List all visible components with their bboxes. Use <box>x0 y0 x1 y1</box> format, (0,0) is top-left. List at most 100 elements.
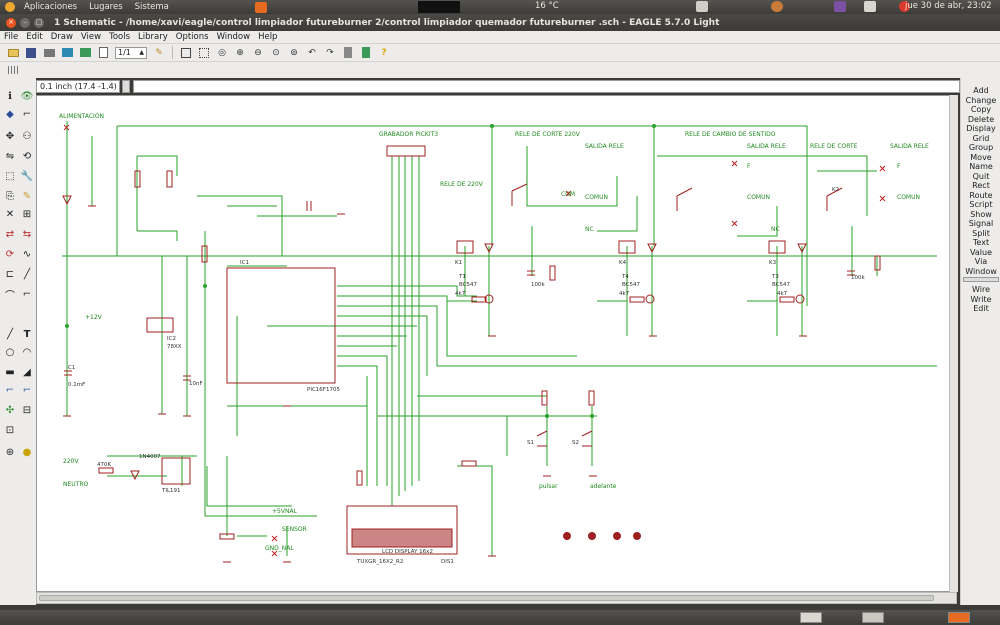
zoom-select-icon[interactable]: ⊚ <box>290 47 298 58</box>
delete-icon[interactable]: ✕ <box>5 209 15 220</box>
resistor[interactable] <box>166 170 173 188</box>
save-icon[interactable] <box>25 46 38 59</box>
resistor[interactable] <box>629 296 645 303</box>
ulp-icon[interactable] <box>180 46 193 59</box>
diode[interactable] <box>797 243 807 254</box>
ubuntu-logo-icon[interactable] <box>5 2 15 12</box>
cmd-via[interactable]: Via <box>974 257 988 266</box>
cmd-show[interactable]: Show <box>970 209 992 219</box>
capacitor[interactable] <box>847 270 855 276</box>
cmd-quit[interactable]: Quit <box>972 171 990 181</box>
cmd-name[interactable]: Name <box>969 162 993 171</box>
menu-edit[interactable]: Edit <box>26 32 43 42</box>
menu-sistema[interactable]: Sistema <box>134 2 169 12</box>
cmd-write[interactable]: Write <box>970 294 992 304</box>
wire-icon[interactable]: ╱ <box>6 329 14 340</box>
text-icon[interactable]: T <box>23 329 31 340</box>
command-input[interactable] <box>133 80 960 93</box>
firefox-launcher-icon[interactable] <box>254 1 267 13</box>
maximize-icon[interactable]: □ <box>34 17 44 28</box>
volume-icon[interactable] <box>864 1 876 12</box>
smash-icon[interactable]: ✎ <box>22 191 32 202</box>
network-icon[interactable] <box>696 1 708 12</box>
diode[interactable] <box>130 470 140 481</box>
menu-lugares[interactable]: Lugares <box>89 2 123 12</box>
copy-icon[interactable]: ⚇ <box>22 131 32 142</box>
taskbar-eagle-icon[interactable] <box>862 612 884 623</box>
cmd-display[interactable]: Display <box>966 124 996 133</box>
coordinate-button[interactable] <box>122 80 130 93</box>
regulator-body[interactable] <box>146 317 174 333</box>
lcd-body[interactable] <box>346 505 458 555</box>
resistor[interactable] <box>219 533 235 540</box>
weather-label[interactable]: 16 °C <box>535 1 559 11</box>
relay-contact[interactable] <box>826 187 843 211</box>
cmd-wire[interactable]: Wire <box>972 285 990 294</box>
erc-icon[interactable]: ⊛ <box>5 447 15 458</box>
capacitor[interactable] <box>64 370 72 376</box>
diode[interactable] <box>647 243 657 254</box>
menu-draw[interactable]: Draw <box>50 32 73 42</box>
gateswap-icon[interactable]: ⇆ <box>22 229 32 240</box>
net-icon[interactable]: ⌐ <box>22 385 32 396</box>
change-icon[interactable]: 🔧 <box>20 171 34 182</box>
help-icon[interactable]: ? <box>381 47 387 58</box>
resistor[interactable] <box>541 390 548 406</box>
bus-icon[interactable]: ⌐ <box>5 385 15 396</box>
cmd-move[interactable]: Move <box>970 152 992 162</box>
switch-s1[interactable] <box>536 430 548 447</box>
menu-tools[interactable]: Tools <box>109 32 131 42</box>
cmd-copy[interactable]: Copy <box>970 105 992 114</box>
label-icon[interactable]: ⊟ <box>22 405 32 416</box>
attribute-icon[interactable]: ⊡ <box>5 425 15 436</box>
pic-body[interactable] <box>226 267 336 384</box>
schematic-drawing[interactable]: ALIMENTACION GRABADOR PICKIT3 RELE DE CO… <box>37 96 957 592</box>
window-titlebar[interactable]: × – □ 1 Schematic - /home/xavi/eagle/con… <box>0 14 1000 31</box>
zoom-redraw-icon[interactable]: ⊙ <box>272 47 280 58</box>
rect-icon[interactable]: ▬ <box>5 367 15 378</box>
arc-icon[interactable]: ◠ <box>22 347 32 358</box>
menu-window[interactable]: Window <box>216 32 251 42</box>
relay-contact[interactable] <box>676 187 693 211</box>
sheet-select[interactable]: 1/1▲ <box>115 46 147 59</box>
optocoupler-body[interactable] <box>161 457 191 485</box>
zoom-out-icon[interactable]: ⊖ <box>254 47 262 58</box>
cmd-signal[interactable]: Signal <box>968 219 994 228</box>
print-icon[interactable] <box>43 46 56 59</box>
resistor[interactable] <box>588 390 595 406</box>
schematic-canvas[interactable]: ALIMENTACION GRABADOR PICKIT3 RELE DE CO… <box>36 95 957 592</box>
polygon-icon[interactable]: ◢ <box>23 367 31 378</box>
stop-icon[interactable] <box>342 46 355 59</box>
circle-icon[interactable]: ○ <box>5 347 15 358</box>
move-icon[interactable]: ✥ <box>5 131 15 142</box>
cmd-value[interactable]: Value <box>970 247 992 257</box>
power-icon[interactable] <box>899 1 910 12</box>
diode[interactable] <box>62 195 72 206</box>
value-icon[interactable]: ⊏ <box>5 269 15 280</box>
switch-s2[interactable] <box>581 430 593 447</box>
resistor[interactable] <box>201 245 208 263</box>
capacitor[interactable] <box>527 270 535 276</box>
cmd-rect[interactable]: Rect <box>972 181 990 190</box>
cmd-group[interactable]: Group <box>968 143 994 152</box>
cmd-add[interactable]: Add <box>973 86 989 95</box>
redo-icon[interactable]: ↷ <box>326 47 334 58</box>
errors-icon[interactable]: ● <box>22 447 32 458</box>
go-icon[interactable] <box>360 46 373 59</box>
pinswap-icon[interactable]: ⇄ <box>5 229 15 240</box>
toolbar-grip-icon[interactable] <box>8 66 18 74</box>
relay-k3[interactable] <box>768 240 786 254</box>
relay-k1[interactable] <box>456 240 474 254</box>
show-icon[interactable]: 👁 <box>20 91 34 102</box>
group-icon[interactable]: ⬚ <box>5 171 15 182</box>
cmd-grid[interactable]: Grid <box>972 133 990 143</box>
open-icon[interactable] <box>7 46 20 59</box>
capacitor[interactable] <box>306 201 312 211</box>
info-icon[interactable]: ℹ <box>8 91 12 102</box>
minimize-icon[interactable]: – <box>20 17 30 28</box>
menu-options[interactable]: Options <box>175 32 209 42</box>
paste-icon[interactable]: ⎘ <box>6 191 14 202</box>
capacitor[interactable] <box>183 375 191 381</box>
resistor[interactable] <box>356 470 363 486</box>
cmd-change[interactable]: Change <box>965 95 997 105</box>
